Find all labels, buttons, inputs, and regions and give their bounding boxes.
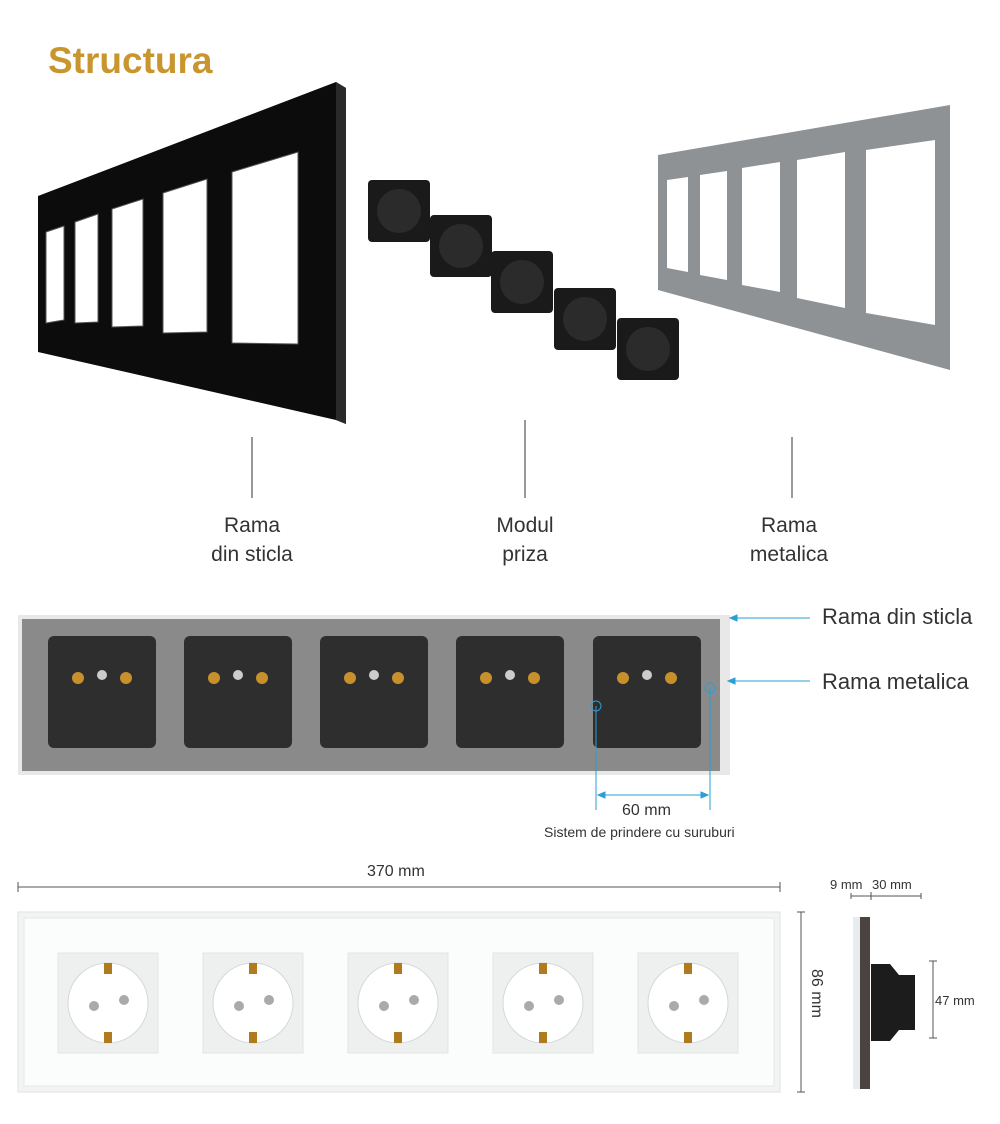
- label-glass-frame: Rama din sticla: [172, 511, 332, 569]
- front-panel-image: [17, 911, 781, 1093]
- width-dimension-line: [17, 882, 781, 892]
- glass-depth: 9 mm: [830, 877, 863, 892]
- page-title: Structura: [48, 40, 213, 81]
- side-view-image: [853, 917, 915, 1089]
- width-dimension: 370 mm: [367, 863, 425, 880]
- module-depth: 30 mm: [872, 877, 912, 892]
- screw-distance: 60 mm: [622, 802, 671, 819]
- label-line: Rama: [223, 514, 281, 537]
- glass-frame-image: [38, 82, 346, 424]
- callout-lines: [590, 614, 810, 810]
- label-line: Rama: [760, 514, 818, 537]
- label-line: Modul: [496, 514, 554, 537]
- metal-frame-image: [658, 105, 950, 370]
- label-line: din sticla: [211, 543, 293, 566]
- height-dimension-line: [797, 892, 937, 1093]
- module-height: 47 mm: [935, 993, 975, 1008]
- screw-caption: Sistem de prindere cu suruburi: [544, 824, 735, 840]
- back-view-image: [18, 615, 730, 775]
- label-socket-module: Modul priza: [445, 511, 605, 569]
- callout-metal-frame: Rama metalica: [822, 669, 969, 694]
- label-line: metalica: [749, 543, 829, 566]
- label-metal-frame: Rama metalica: [709, 511, 869, 569]
- socket-modules-image: [368, 180, 679, 380]
- label-line: priza: [502, 543, 548, 566]
- callout-glass-frame: Rama din sticla: [822, 604, 973, 629]
- height-dimension: 86 mm: [808, 969, 825, 1018]
